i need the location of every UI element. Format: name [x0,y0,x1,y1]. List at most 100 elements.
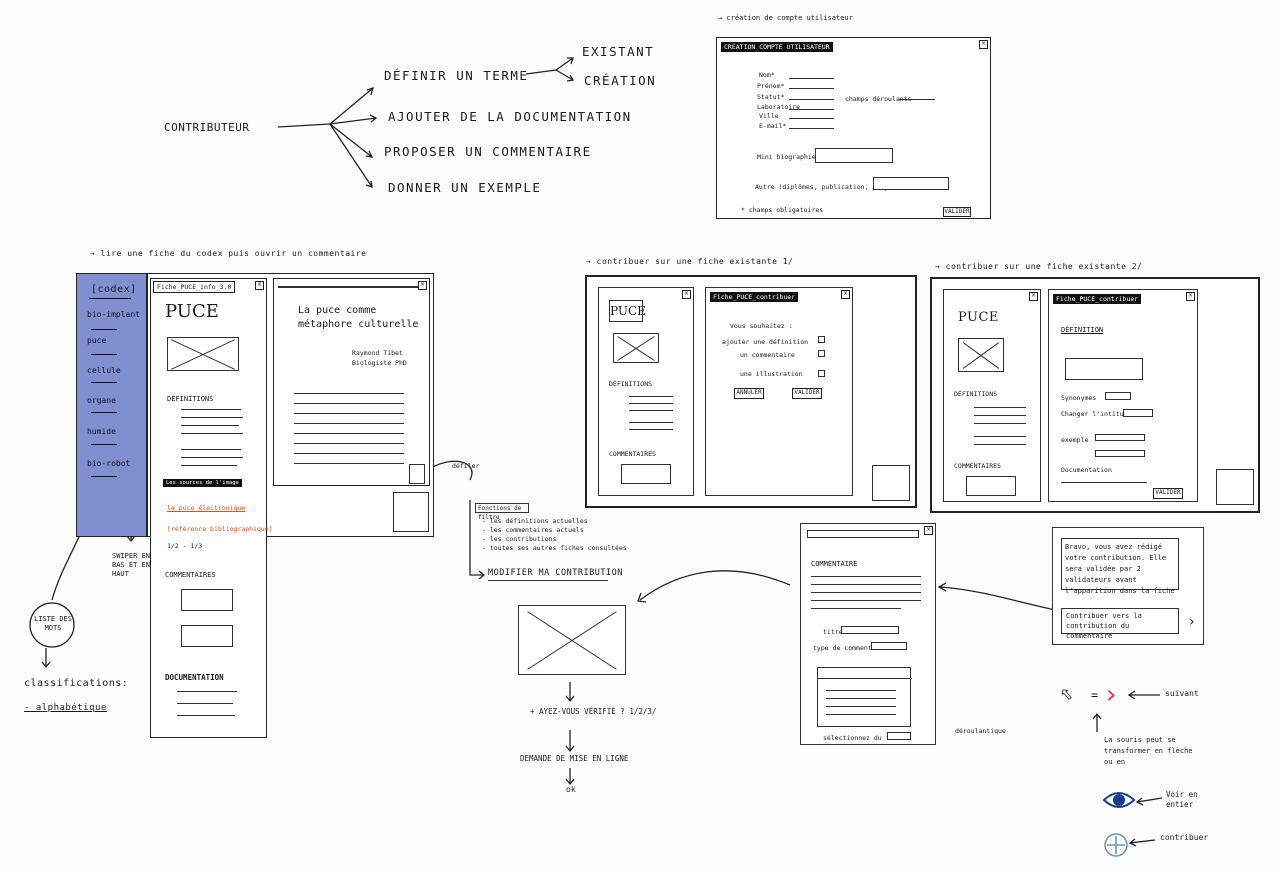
type-select[interactable] [871,642,907,650]
definition-input[interactable] [1065,358,1143,380]
next-chevron-icon[interactable]: › [1106,680,1117,710]
close-icon[interactable]: × [924,526,933,535]
codex-logo[interactable]: [codex] [91,284,137,295]
mindmap-branch-comment: PROPOSER UN COMMENTAIRE [384,144,592,159]
orange-link-2[interactable]: [référence bibliographique] [167,525,273,533]
close-icon[interactable]: × [979,40,988,49]
close-icon[interactable]: × [1186,292,1195,301]
account-footnote: * champs obligatoires [741,206,824,214]
input-ville[interactable] [789,118,834,119]
mindmap-root: CONTRIBUTEUR [164,121,250,134]
equals-sign: = [1091,688,1099,702]
alphabetical-note: - alphabétique [24,703,107,713]
eye-icon[interactable] [1102,788,1136,812]
read-caption: → lire une fiche du codex puis ouvrir un… [90,249,367,258]
title-input[interactable] [841,626,899,634]
modify-contribution[interactable]: MODIFIER MA CONTRIBUTION [488,568,623,578]
form-title: COMMENTAIRE [811,560,858,568]
comment-meta: Biologiste PhD [352,359,407,367]
title-input[interactable] [1123,409,1153,417]
input-nom[interactable] [789,78,834,79]
contrib1-image [613,333,659,363]
field-ville: Ville [759,112,779,120]
other-label: Autre (diplômes, publication, projets) [755,183,904,191]
close-icon[interactable]: × [418,281,427,290]
field-laboratoire: Laboratoire [757,103,801,111]
contrib1-comment-card[interactable] [621,464,671,484]
contrib1-option-2[interactable]: un commentaire [740,351,795,359]
contrib1-panel: Fiche_PUCE_contribuer × Vous souhaitez :… [705,287,853,496]
mini-preview[interactable] [393,492,429,532]
contrib1-option-1[interactable]: ajouter une définition [722,338,809,346]
close-icon[interactable]: × [841,290,850,299]
example-input-2[interactable] [1095,450,1145,457]
scroll-note: défiler [452,462,480,470]
mindmap-branch-define: DÉFINIR UN TERME [384,68,529,83]
contrib1-window: × PUCE DÉFINITIONS COMMENTAIRES Fiche_PU… [585,275,917,508]
input-laboratoire[interactable] [789,109,834,110]
example-input-1[interactable] [1095,434,1145,441]
validate-button[interactable]: VALIDER [943,207,971,217]
contrib2-caption: → contribuer sur une fiche existante 2/ [935,262,1143,271]
contrib1-panel-title: Fiche_PUCE_contribuer [710,292,799,302]
sidebar-item-humide[interactable]: humide [87,427,116,436]
close-icon[interactable]: × [682,290,691,299]
checkbox-2[interactable] [818,350,825,357]
contrib2-mini-preview[interactable] [1216,469,1254,505]
close-icon[interactable]: × [1029,292,1038,301]
comment-card-2[interactable] [181,625,233,647]
sidebar-item-cellule[interactable]: cellule [87,366,121,375]
field-statut: Statut* [757,93,785,101]
form-header [807,530,919,538]
contrib1-caption: → contribuer sur une fiche existante 1/ [586,257,794,266]
bio-input[interactable] [815,148,893,163]
comment-editor[interactable] [817,667,912,727]
contrib2-sheet-title: PUCE [958,310,999,325]
input-email[interactable] [789,128,834,129]
other-input[interactable] [873,177,949,190]
filter-option-2: - les commentaires actuels [482,526,584,534]
legend-eye: Voir en entier [1166,790,1198,809]
scroll-control[interactable] [409,464,425,484]
synonym-input[interactable] [1105,392,1131,400]
puce-sheet: Fiche_PUCE_info_3.0 × PUCE DÉFINITIONS L… [150,278,273,738]
sidebar-item-bio-robot[interactable]: bio-robot [87,459,131,468]
cancel-button[interactable]: ANNULER [734,388,764,399]
account-caption: → création de compte utilisateur [718,14,853,22]
modify-image [518,605,626,675]
contrib1-mini-preview[interactable] [872,465,910,501]
contribute-icon[interactable] [1103,832,1129,858]
orange-link-1[interactable]: la puce électronique [167,504,246,512]
contrib2-comments: COMMENTAIRES [954,462,1001,470]
contrib1-option-3[interactable]: une illustration [740,370,803,378]
legend-arrow-note: La souris peut se transformer en flèche … [1104,736,1193,766]
checkbox-3[interactable] [818,370,825,377]
validate-button[interactable]: VALIDER [792,388,822,399]
checkbox-1[interactable] [818,336,825,343]
comment-panel: × La puce comme métaphore culturelle Ray… [273,278,430,486]
sidebar-item-organe[interactable]: organe [87,396,116,405]
contrib2-changes: Changer l'intitulé [1061,410,1132,418]
validate-button[interactable]: VALIDER [1153,488,1183,499]
sidebar-item-puce[interactable]: puce [87,336,107,345]
sheet-documentation: DOCUMENTATION [165,673,224,682]
select-button[interactable] [887,732,911,740]
mindmap-branch-example: DONNER UN EXEMPLE [388,180,542,195]
chevron-right-icon[interactable]: › [1189,614,1195,630]
contrib2-comment-card[interactable] [966,476,1016,496]
note-line [899,99,935,100]
swipe-note: SWIPER EN BAS ET EN HAUT [112,552,150,578]
contrib1-sheet: × PUCE DÉFINITIONS COMMENTAIRES [598,287,694,496]
input-prenom[interactable] [789,88,834,89]
notification-link[interactable]: Contribuer vers la contribution du comme… [1061,608,1179,640]
sidebar-item-bio-implant[interactable]: bio-implant [87,310,140,319]
form-footer: sélectionnez du texte [823,734,906,742]
input-statut[interactable] [789,99,834,100]
contrib2-definition-label: DÉFINITION [1061,326,1104,334]
contrib1-definitions: DÉFINITIONS [609,380,653,388]
comment-card-1[interactable] [181,589,233,611]
close-icon[interactable]: × [255,281,264,290]
contrib2-panel: Fiche_PUCE_contribuer × DÉFINITION Synon… [1048,289,1198,502]
notification-window: Bravo, vous avez rédigé votre contributi… [1052,527,1204,645]
contrib2-definitions: DÉFINITIONS [954,390,998,398]
